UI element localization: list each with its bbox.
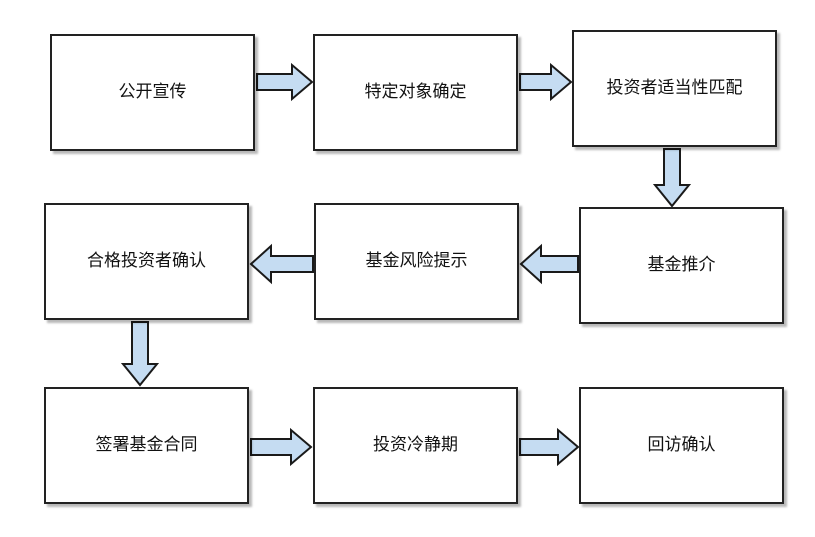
arrow-right-7-8 (250, 427, 313, 467)
step-box-sign-contract: 签署基金合同 (44, 387, 249, 504)
step-box-public-promotion: 公开宣传 (50, 34, 255, 151)
arrow-right-8-9 (519, 427, 580, 467)
step-box-return-visit-confirmation: 回访确认 (579, 387, 784, 504)
step-label: 回访确认 (647, 435, 716, 456)
step-label: 基金风险提示 (365, 251, 468, 272)
step-label: 公开宣传 (118, 82, 187, 103)
step-label: 投资冷静期 (373, 435, 458, 456)
step-label: 投资者适当性匹配 (606, 78, 743, 99)
step-box-suitability-matching: 投资者适当性匹配 (572, 30, 777, 147)
step-box-cooling-off-period: 投资冷静期 (313, 387, 518, 504)
arrow-down-3-4 (652, 148, 692, 208)
arrow-down-6-7 (120, 321, 160, 387)
step-label: 签署基金合同 (95, 435, 198, 456)
step-box-fund-promotion: 基金推介 (579, 207, 784, 324)
step-label: 合格投资者确认 (87, 251, 206, 272)
arrow-right-2-3 (519, 62, 573, 102)
step-box-qualified-investor-confirmation: 合格投资者确认 (44, 203, 249, 320)
arrow-right-1-2 (256, 62, 314, 102)
arrow-left-5-6 (249, 243, 314, 285)
step-label: 特定对象确定 (364, 82, 467, 103)
step-box-target-identification: 特定对象确定 (313, 34, 518, 151)
step-box-risk-disclosure: 基金风险提示 (314, 203, 519, 320)
step-label: 基金推介 (647, 255, 716, 276)
arrow-left-4-5 (519, 243, 579, 285)
